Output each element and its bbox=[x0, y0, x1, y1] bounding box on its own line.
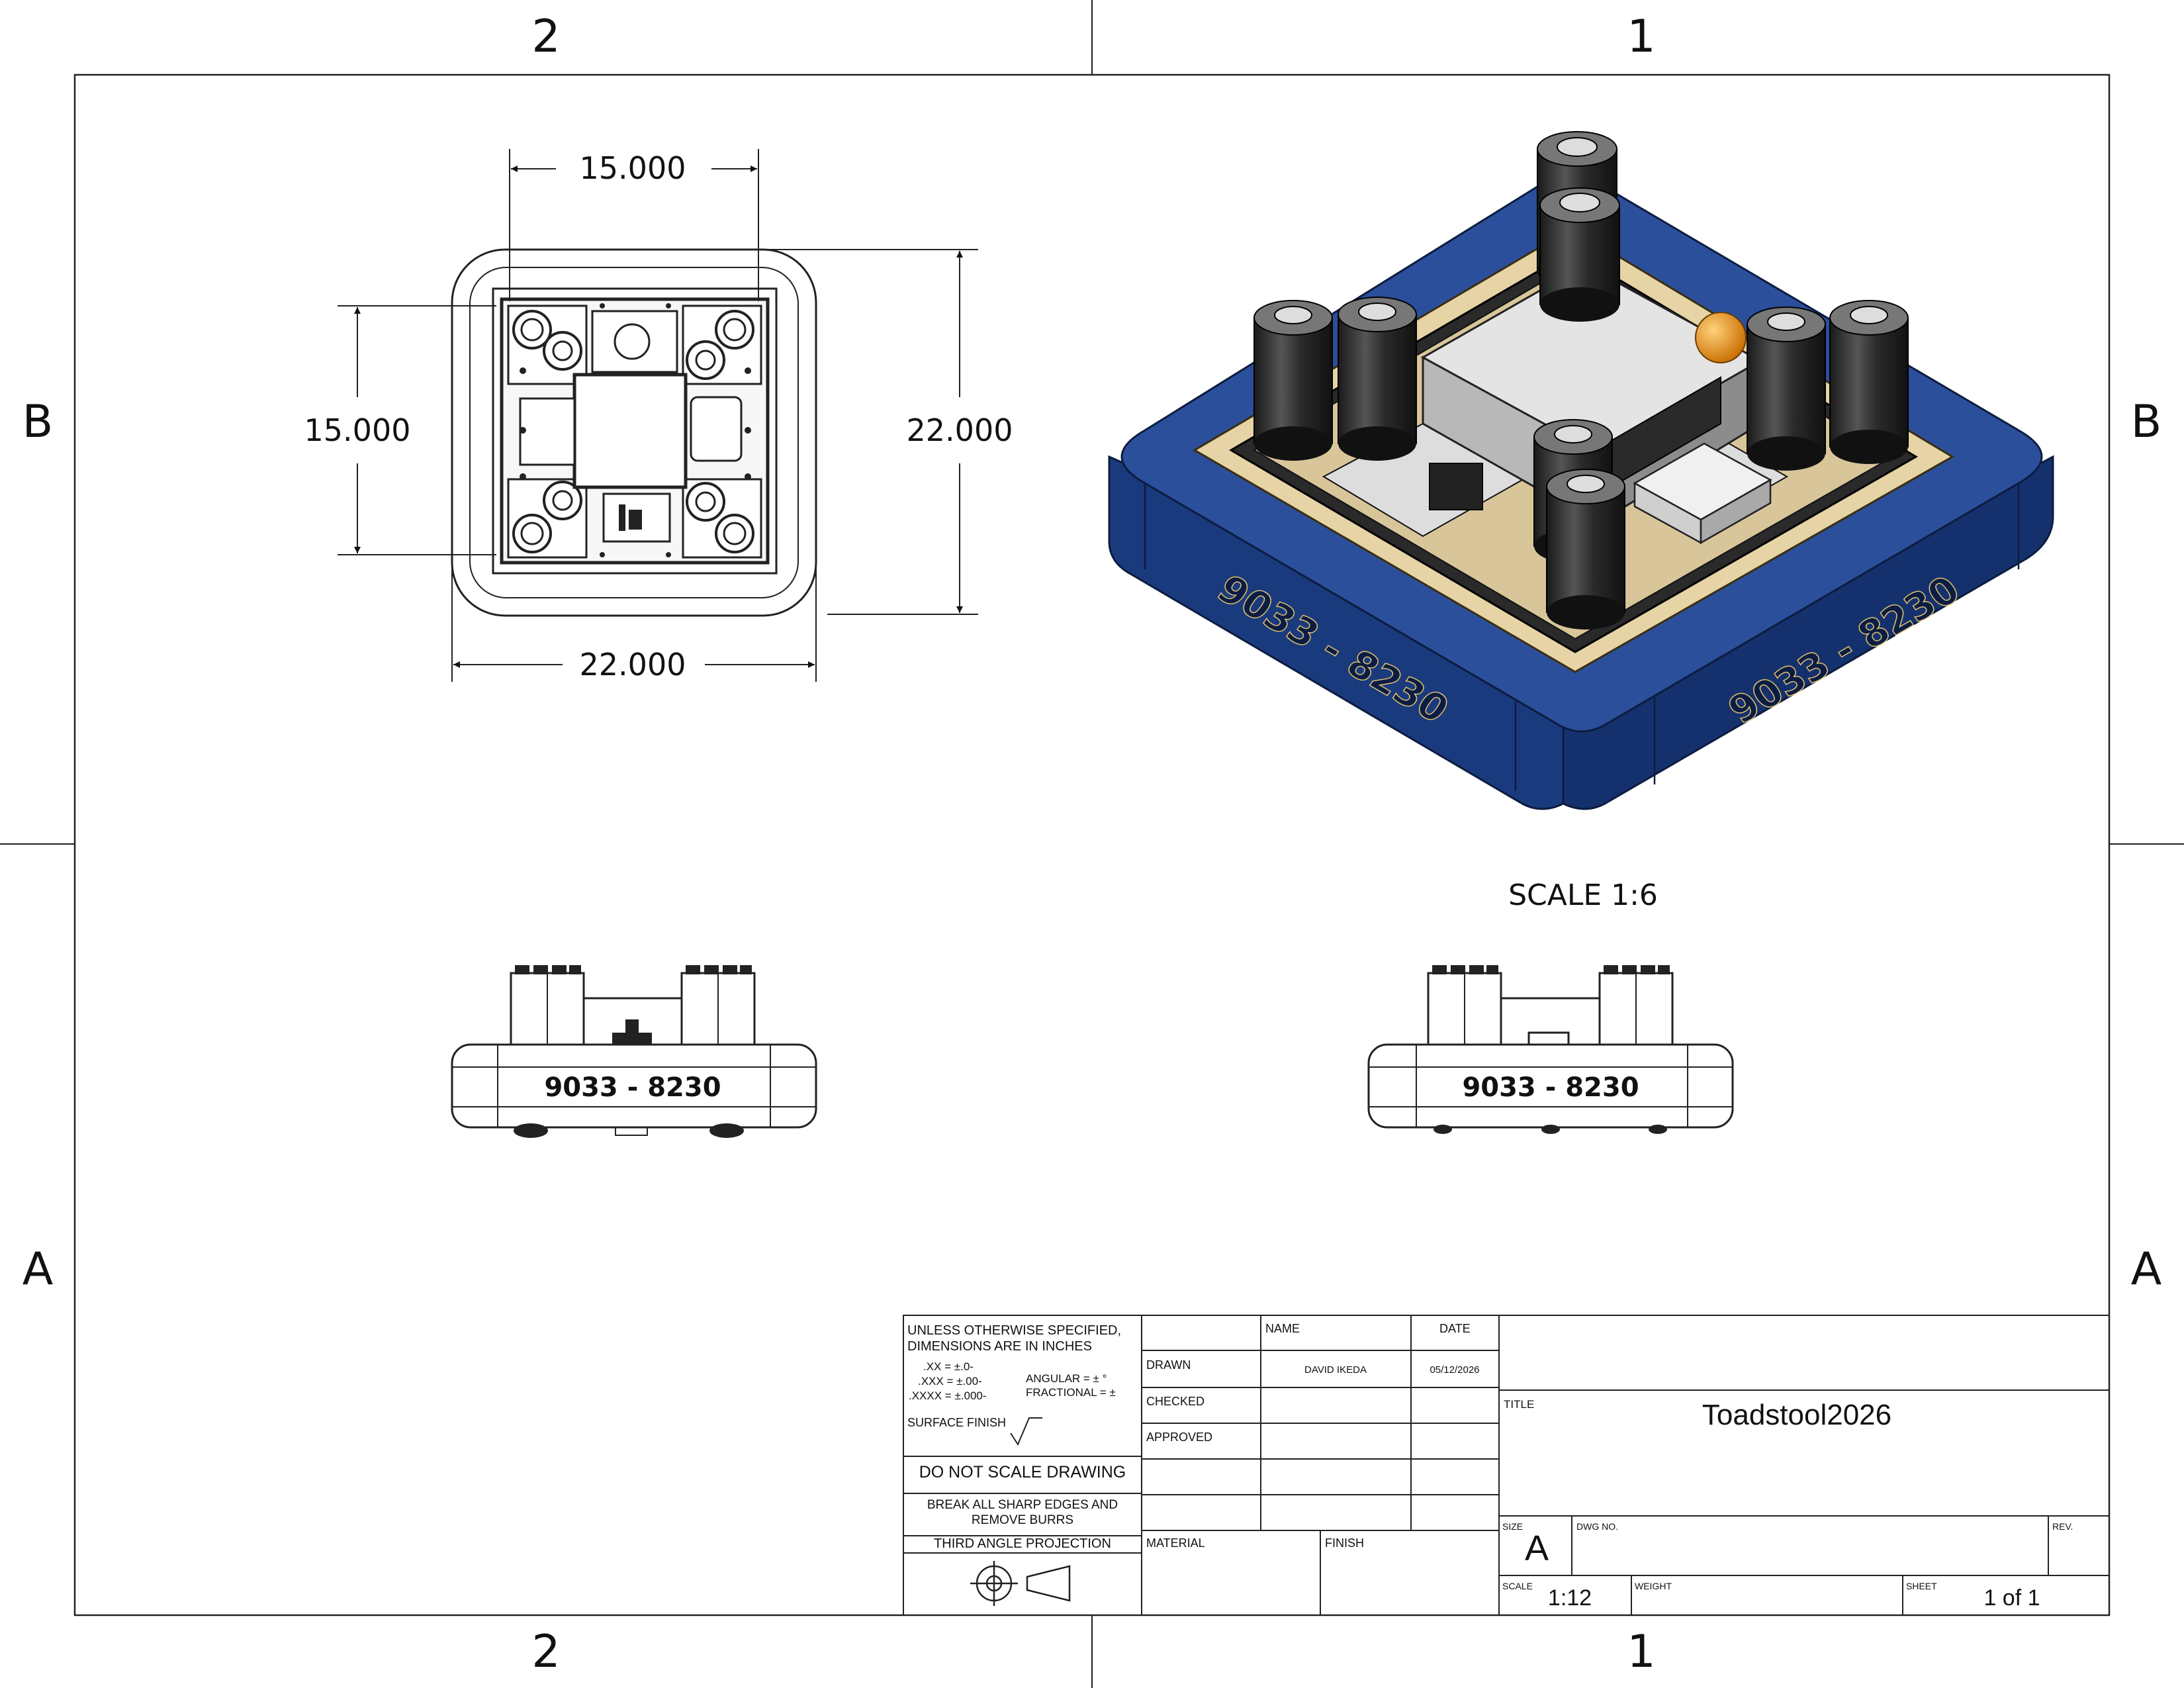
drawing-title: Toadstool2026 bbox=[1702, 1399, 1891, 1431]
top-view-bumper-inner bbox=[469, 267, 799, 598]
material-label: MATERIAL bbox=[1146, 1536, 1205, 1550]
tolerance-xxxx: .XXXX = ±.000- bbox=[909, 1389, 987, 1402]
zone-col-top-1: 1 bbox=[1627, 11, 1655, 63]
third-angle-projection-icon bbox=[970, 1561, 1071, 1606]
drawn-name: DAVID IKEDA bbox=[1304, 1364, 1367, 1376]
checked-label: CHECKED bbox=[1146, 1395, 1205, 1408]
top-view-module-br bbox=[682, 478, 762, 559]
scale-label: SCALE bbox=[1502, 1581, 1533, 1591]
zone-row-right-a: A bbox=[2131, 1243, 2162, 1295]
iso-motor-left-1 bbox=[1253, 300, 1333, 461]
iso-scale-label: SCALE 1:6 bbox=[1508, 878, 1658, 912]
projection-label: THIRD ANGLE PROJECTION bbox=[934, 1536, 1111, 1551]
dwg-no-label: DWG NO. bbox=[1576, 1521, 1618, 1532]
iso-motor-right-2 bbox=[1829, 300, 1909, 464]
top-view-bottom-board bbox=[602, 492, 671, 543]
front-view-motor-caps bbox=[515, 965, 752, 974]
approved-label: APPROVED bbox=[1146, 1430, 1212, 1444]
drawn-label: DRAWN bbox=[1146, 1358, 1191, 1372]
top-view-module-bl bbox=[507, 478, 588, 559]
iso-breaker bbox=[1429, 463, 1483, 510]
top-view-right-board bbox=[690, 396, 743, 462]
header-date: DATE bbox=[1439, 1322, 1471, 1335]
right-view-side-text: 9033 - 8230 bbox=[1462, 1072, 1639, 1103]
size-value: A bbox=[1525, 1528, 1549, 1568]
zone-col-bottom-1: 1 bbox=[1627, 1626, 1655, 1678]
do-not-scale: DO NOT SCALE DRAWING bbox=[919, 1463, 1126, 1481]
dim-text-inner-height: 15.000 bbox=[304, 412, 411, 448]
title-label: TITLE bbox=[1504, 1398, 1534, 1411]
front-view-side-text: 9033 - 8230 bbox=[544, 1072, 721, 1103]
dim-text-inner-width: 15.000 bbox=[580, 150, 686, 186]
break-edges-2: REMOVE BURRS bbox=[972, 1513, 1073, 1527]
top-view: 15.000 15.000 22.000 22.000 bbox=[304, 149, 1013, 682]
drawn-date: 05/12/2026 bbox=[1430, 1364, 1479, 1376]
size-label: SIZE bbox=[1502, 1521, 1523, 1532]
sheet-label: SHEET bbox=[1906, 1581, 1937, 1591]
zone-row-left-a: A bbox=[23, 1243, 54, 1295]
tolerance-xxx: .XXX = ±.00- bbox=[918, 1375, 982, 1387]
scale-value: 1:12 bbox=[1548, 1585, 1592, 1611]
iso-controller-side-r bbox=[1700, 478, 1772, 545]
front-view: 9033 - 8230 bbox=[451, 965, 817, 1138]
surface-finish-symbol bbox=[1010, 1417, 1042, 1446]
top-view-module-tl bbox=[507, 305, 588, 385]
rev-label: REV. bbox=[2052, 1521, 2073, 1532]
top-view-bolts bbox=[520, 303, 751, 557]
surface-finish-label: SURFACE FINISH bbox=[907, 1416, 1006, 1429]
iso-motor-right-1 bbox=[1747, 306, 1826, 471]
notes-line-1: UNLESS OTHERWISE SPECIFIED, bbox=[907, 1323, 1121, 1338]
right-view-wheels bbox=[1433, 1125, 1667, 1134]
right-view-battery bbox=[1500, 997, 1601, 1047]
tolerance-angular: ANGULAR = ± ° bbox=[1026, 1372, 1107, 1385]
weight-label: WEIGHT bbox=[1635, 1581, 1672, 1591]
sheet-value: 1 of 1 bbox=[1983, 1585, 2040, 1611]
tolerance-fractional: FRACTIONAL = ± bbox=[1026, 1386, 1116, 1399]
finish-label: FINISH bbox=[1325, 1536, 1364, 1550]
iso-motor-back-2 bbox=[1539, 187, 1620, 322]
iso-motor-front-2 bbox=[1546, 469, 1625, 630]
title-block bbox=[903, 1315, 2110, 1616]
right-view: 9033 - 8230 bbox=[1367, 965, 1734, 1134]
break-edges-1: BREAK ALL SHARP EDGES AND bbox=[927, 1498, 1118, 1512]
iso-bumper-left-face bbox=[1108, 455, 1565, 810]
front-view-wheels bbox=[514, 1123, 744, 1138]
dim-text-outer-height: 22.000 bbox=[907, 412, 1013, 448]
header-name: NAME bbox=[1265, 1322, 1300, 1335]
zone-row-right-b: B bbox=[2131, 396, 2162, 448]
iso-indicator-light bbox=[1695, 312, 1747, 363]
top-view-battery bbox=[572, 373, 688, 489]
top-view-left-board bbox=[519, 397, 576, 466]
front-view-breaker bbox=[612, 1019, 652, 1046]
notes-line-2: DIMENSIONS ARE IN INCHES bbox=[907, 1339, 1092, 1354]
right-view-motor-caps bbox=[1432, 965, 1670, 974]
top-view-top-wheel bbox=[614, 323, 651, 360]
iso-motor-left-2 bbox=[1338, 297, 1417, 461]
title-block-text: UNLESS OTHERWISE SPECIFIED, DIMENSIONS A… bbox=[907, 1322, 2073, 1611]
iso-bumper-right-face bbox=[1562, 455, 2054, 810]
iso-view: 9033 - 8230 9033 - 8230 SCALE 1:6 bbox=[1108, 131, 2054, 912]
zone-row-left-b: B bbox=[23, 396, 54, 448]
tolerance-xx: .XX = ±.0- bbox=[923, 1360, 974, 1373]
dim-text-outer-width: 22.000 bbox=[580, 647, 686, 682]
zone-col-bottom-2: 2 bbox=[531, 1626, 560, 1678]
zone-col-top-2: 2 bbox=[531, 11, 560, 63]
top-view-bottom-connector bbox=[619, 504, 642, 531]
